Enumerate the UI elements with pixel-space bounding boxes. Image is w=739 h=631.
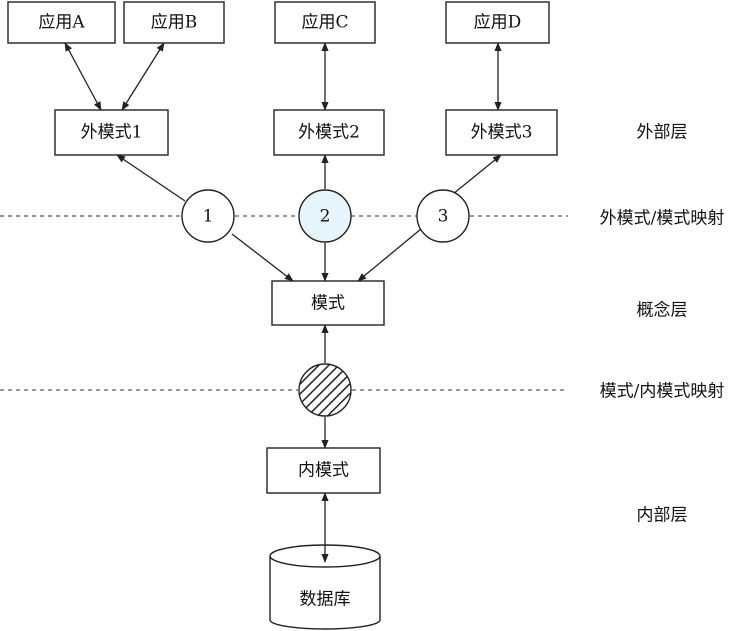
mapping-1-label: 1: [203, 207, 214, 227]
app-d-label: 应用D: [474, 13, 522, 33]
arrow-map1-schema: [231, 233, 294, 282]
schema-box: [271, 280, 385, 326]
external-schema-boxes: 外模式1 外模式2 外模式3: [54, 109, 558, 156]
arrow-appB-ext1: [121, 42, 165, 111]
app-a-label: 应用A: [38, 13, 85, 33]
connectors: [64, 42, 502, 563]
mapping-3-circle: [416, 189, 470, 243]
level-ext-mapping-label: 外模式/模式映射: [600, 209, 725, 229]
app-d-box: [445, 1, 550, 44]
mapping-dashed-lines: [0, 215, 568, 391]
ext-schema-1-label: 外模式1: [81, 123, 143, 143]
app-c-label: 应用C: [301, 13, 348, 33]
arrow-map3-ext3: [452, 154, 502, 195]
mapping-circles: 1 2 3: [181, 189, 470, 417]
app-a-box: [7, 1, 116, 44]
ext-schema-1-box: [54, 109, 169, 156]
database-body: [269, 556, 381, 630]
app-b-label: 应用B: [151, 13, 198, 33]
arrow-appA-ext1: [64, 42, 102, 111]
level-conceptual-label: 概念层: [637, 300, 688, 321]
database-cylinder: 数据库: [269, 544, 381, 630]
ext-schema-3-box: [445, 109, 558, 156]
level-external-label: 外部层: [637, 123, 688, 143]
arrow-map1-ext1: [116, 154, 186, 202]
schema-label: 模式: [311, 294, 345, 314]
internal-schema-label: 内模式: [298, 461, 349, 481]
app-b-box: [123, 1, 225, 44]
mapping-2-circle: [298, 189, 352, 243]
internal-mapping-hatched-circle: [298, 363, 352, 417]
mapping-3-label: 3: [438, 207, 449, 227]
ext-schema-2-label: 外模式2: [298, 123, 360, 143]
mapping-2-label: 2: [320, 207, 331, 227]
ext-schema-3-label: 外模式3: [471, 123, 533, 143]
application-boxes: 应用A 应用B 应用C 应用D: [7, 1, 550, 44]
ext-schema-2-box: [273, 109, 385, 156]
database-label: 数据库: [300, 590, 351, 610]
internal-schema-box: [266, 447, 381, 494]
arrow-map3-schema: [357, 228, 422, 282]
mapping-1-circle: [181, 189, 235, 243]
level-int-mapping-label: 模式/内模式映射: [600, 382, 725, 402]
level-labels: 外部层 外模式/模式映射 概念层 模式/内模式映射 内部层: [600, 123, 725, 526]
app-c-box: [274, 1, 376, 44]
level-internal-label: 内部层: [637, 506, 688, 526]
